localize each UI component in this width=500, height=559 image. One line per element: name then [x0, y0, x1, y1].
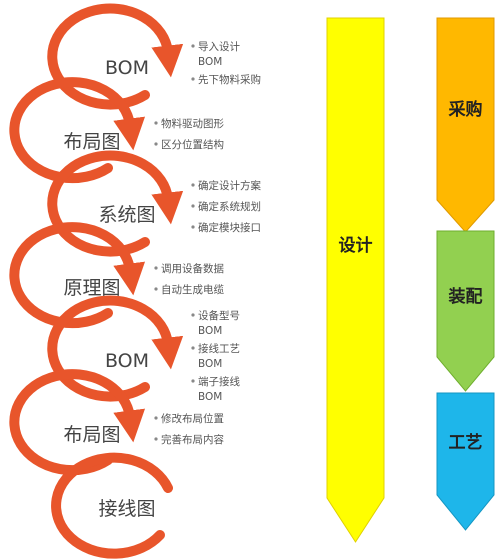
bullet-icon — [154, 437, 158, 441]
stage-note: 区分位置结构 — [161, 138, 224, 151]
stage-note: 设备型号 — [198, 309, 240, 322]
stage-note: 物料驱动图形 — [161, 117, 224, 130]
bullet-icon — [191, 183, 195, 187]
flow-arrow — [47, 295, 184, 402]
bullet-icon — [154, 416, 158, 420]
bullet-icon — [191, 346, 195, 350]
stage-note: BOM — [198, 325, 222, 337]
stage-label: 系统图 — [98, 204, 155, 226]
flow-arrow — [51, 452, 173, 559]
phase-label: 装配 — [448, 286, 483, 307]
phase-label: 工艺 — [449, 432, 483, 453]
bullet-icon — [154, 142, 158, 146]
bullet-icon — [191, 44, 195, 48]
bullet-icon — [191, 204, 195, 208]
stage-note: 完善布局内容 — [161, 433, 224, 446]
stage-note: 调用设备数据 — [161, 262, 224, 275]
bullet-icon — [191, 77, 195, 81]
purchase-phase-arrow — [436, 17, 495, 233]
stage-note: 修改布局位置 — [161, 412, 224, 425]
stage-note: 确定设计方案 — [198, 179, 261, 192]
bullet-icon — [191, 379, 195, 383]
stage-label: 布局图 — [63, 131, 120, 153]
stage-note: 先下物料采购 — [198, 73, 261, 86]
design-phase-arrow — [326, 17, 385, 543]
process-phase-arrow — [436, 392, 495, 531]
stage-note: 确定模块接口 — [198, 221, 261, 234]
bullet-icon — [154, 287, 158, 291]
flow-arrow — [47, 3, 184, 110]
stage-label: BOM — [105, 57, 149, 79]
process-flow-arrows — [9, 3, 184, 559]
stage-note: BOM — [198, 391, 222, 403]
flow-arrow — [47, 150, 184, 257]
stage-note: BOM — [198, 358, 222, 370]
stage-label: 原理图 — [63, 277, 120, 299]
stage-note: 接线工艺 — [198, 342, 240, 355]
stage-note: 确定系统规划 — [198, 200, 261, 213]
bullet-icon — [191, 225, 195, 229]
bullet-icon — [191, 313, 195, 317]
stage-note: 自动生成电缆 — [161, 283, 224, 296]
stage-note: BOM — [198, 56, 222, 68]
stage-label: BOM — [105, 350, 149, 372]
bullet-icon — [154, 266, 158, 270]
design-phase-label: 设计 — [339, 235, 373, 256]
bullet-icon — [154, 121, 158, 125]
flow-arrow — [9, 369, 146, 476]
stage-note: 端子接线 — [198, 375, 240, 388]
assembly-phase-arrow — [436, 230, 495, 392]
stage-label: 布局图 — [63, 424, 120, 446]
phase-label: 采购 — [448, 99, 483, 120]
stage-label: 接线图 — [98, 498, 155, 520]
stage-note: 导入设计 — [198, 40, 240, 53]
